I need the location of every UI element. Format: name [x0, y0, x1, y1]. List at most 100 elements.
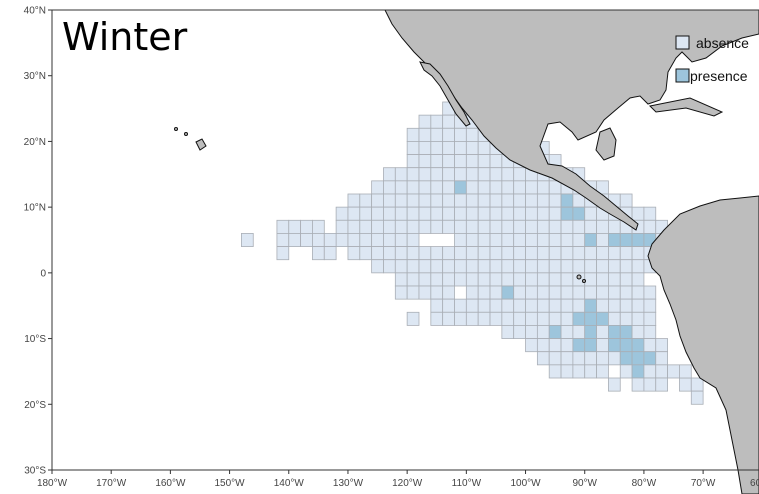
absence-cell — [454, 167, 467, 182]
galapagos-island — [576, 274, 582, 280]
absence-cell — [383, 246, 396, 261]
absence-cell — [359, 219, 373, 234]
absence-cell — [454, 233, 467, 247]
absence-cell — [371, 206, 384, 221]
absence-cell — [536, 351, 550, 366]
absence-cell — [619, 285, 633, 300]
presence-cell — [454, 180, 467, 195]
absence-cell — [608, 311, 621, 326]
absence-cell — [655, 377, 668, 392]
x-tick-label: 70°W — [691, 478, 716, 489]
baja-california-land — [419, 61, 471, 127]
absence-cell — [359, 246, 373, 261]
presence-cell — [631, 364, 645, 379]
absence-cell — [643, 285, 657, 300]
absence-cell — [418, 141, 432, 155]
presence-cell — [501, 285, 515, 300]
absence-cell — [690, 390, 704, 405]
absence-cell — [679, 364, 692, 379]
absence-cell — [430, 206, 444, 221]
x-tick-label: 160°W — [155, 478, 186, 489]
presence-cell — [619, 233, 633, 247]
absence-cell — [489, 206, 503, 221]
absence-cell — [513, 233, 526, 247]
x-tick-label: 180°W — [37, 478, 68, 489]
absence-cell — [477, 285, 491, 300]
absence-cell — [477, 233, 491, 247]
absence-cell — [560, 364, 574, 379]
x-tick-label: 100°W — [510, 478, 541, 489]
absence-cell — [276, 233, 290, 247]
presence-cell — [572, 338, 586, 353]
absence-cell — [525, 338, 538, 353]
absence-cell — [643, 219, 657, 234]
absence-cell — [619, 246, 633, 261]
absence-cell — [477, 219, 491, 234]
absence-cell — [572, 351, 586, 366]
absence-cell — [465, 246, 479, 261]
absence-cell — [584, 259, 597, 274]
presence-cell — [619, 325, 633, 339]
absence-cell — [406, 259, 420, 274]
hawaii-islet — [184, 132, 188, 136]
y-tick-label: 20°N — [24, 137, 46, 148]
absence-cell — [619, 193, 633, 208]
absence-cell — [560, 338, 574, 353]
absence-cell — [643, 206, 657, 221]
absence-cell — [596, 351, 609, 366]
absence-cell — [643, 325, 657, 339]
absence-cell — [513, 272, 526, 287]
absence-cell — [489, 167, 503, 182]
absence-cell — [584, 219, 597, 234]
absence-cell — [619, 298, 633, 313]
presence-cell — [572, 206, 586, 221]
absence-cell — [501, 298, 515, 313]
absence-cell — [501, 246, 515, 261]
absence-cell — [454, 141, 467, 155]
absence-cell — [501, 311, 515, 326]
legend-swatch-absence — [675, 35, 690, 50]
absence-cell — [572, 233, 586, 247]
absence-cell — [513, 219, 526, 234]
absence-cell — [454, 219, 467, 234]
absence-cell — [596, 285, 609, 300]
absence-cell — [418, 114, 432, 129]
x-tick-label: 80°W — [632, 478, 657, 489]
presence-cell — [560, 193, 574, 208]
land-masses — [174, 9, 759, 494]
absence-cell — [241, 233, 254, 247]
absence-cell — [465, 180, 479, 195]
absence-cell — [501, 233, 515, 247]
absence-cell — [430, 193, 444, 208]
absence-cell — [477, 246, 491, 261]
absence-cell — [371, 246, 384, 261]
presence-cell — [596, 311, 609, 326]
absence-cell — [596, 219, 609, 234]
x-tick-label: 60°W — [750, 478, 759, 489]
presence-cell — [608, 233, 621, 247]
x-tick-label: 170°W — [96, 478, 127, 489]
absence-cell — [430, 141, 444, 155]
absence-cell — [525, 298, 538, 313]
absence-cell — [465, 193, 479, 208]
absence-cell — [608, 246, 621, 261]
absence-cell — [454, 311, 467, 326]
absence-cell — [584, 285, 597, 300]
presence-cell — [548, 325, 562, 339]
absence-cell — [560, 285, 574, 300]
absence-cell — [300, 219, 313, 234]
north-america-land — [384, 9, 759, 231]
absence-cell — [442, 114, 455, 129]
absence-cell — [477, 154, 491, 169]
absence-cell — [560, 219, 574, 234]
absence-cell — [560, 298, 574, 313]
absence-cell — [477, 259, 491, 274]
absence-cell — [406, 167, 420, 182]
absence-cell — [572, 285, 586, 300]
absence-cell — [489, 285, 503, 300]
presence-cell — [560, 206, 574, 221]
absence-cell — [418, 167, 432, 182]
absence-cell — [525, 285, 538, 300]
absence-cell — [430, 154, 444, 169]
absence-cell — [643, 311, 657, 326]
